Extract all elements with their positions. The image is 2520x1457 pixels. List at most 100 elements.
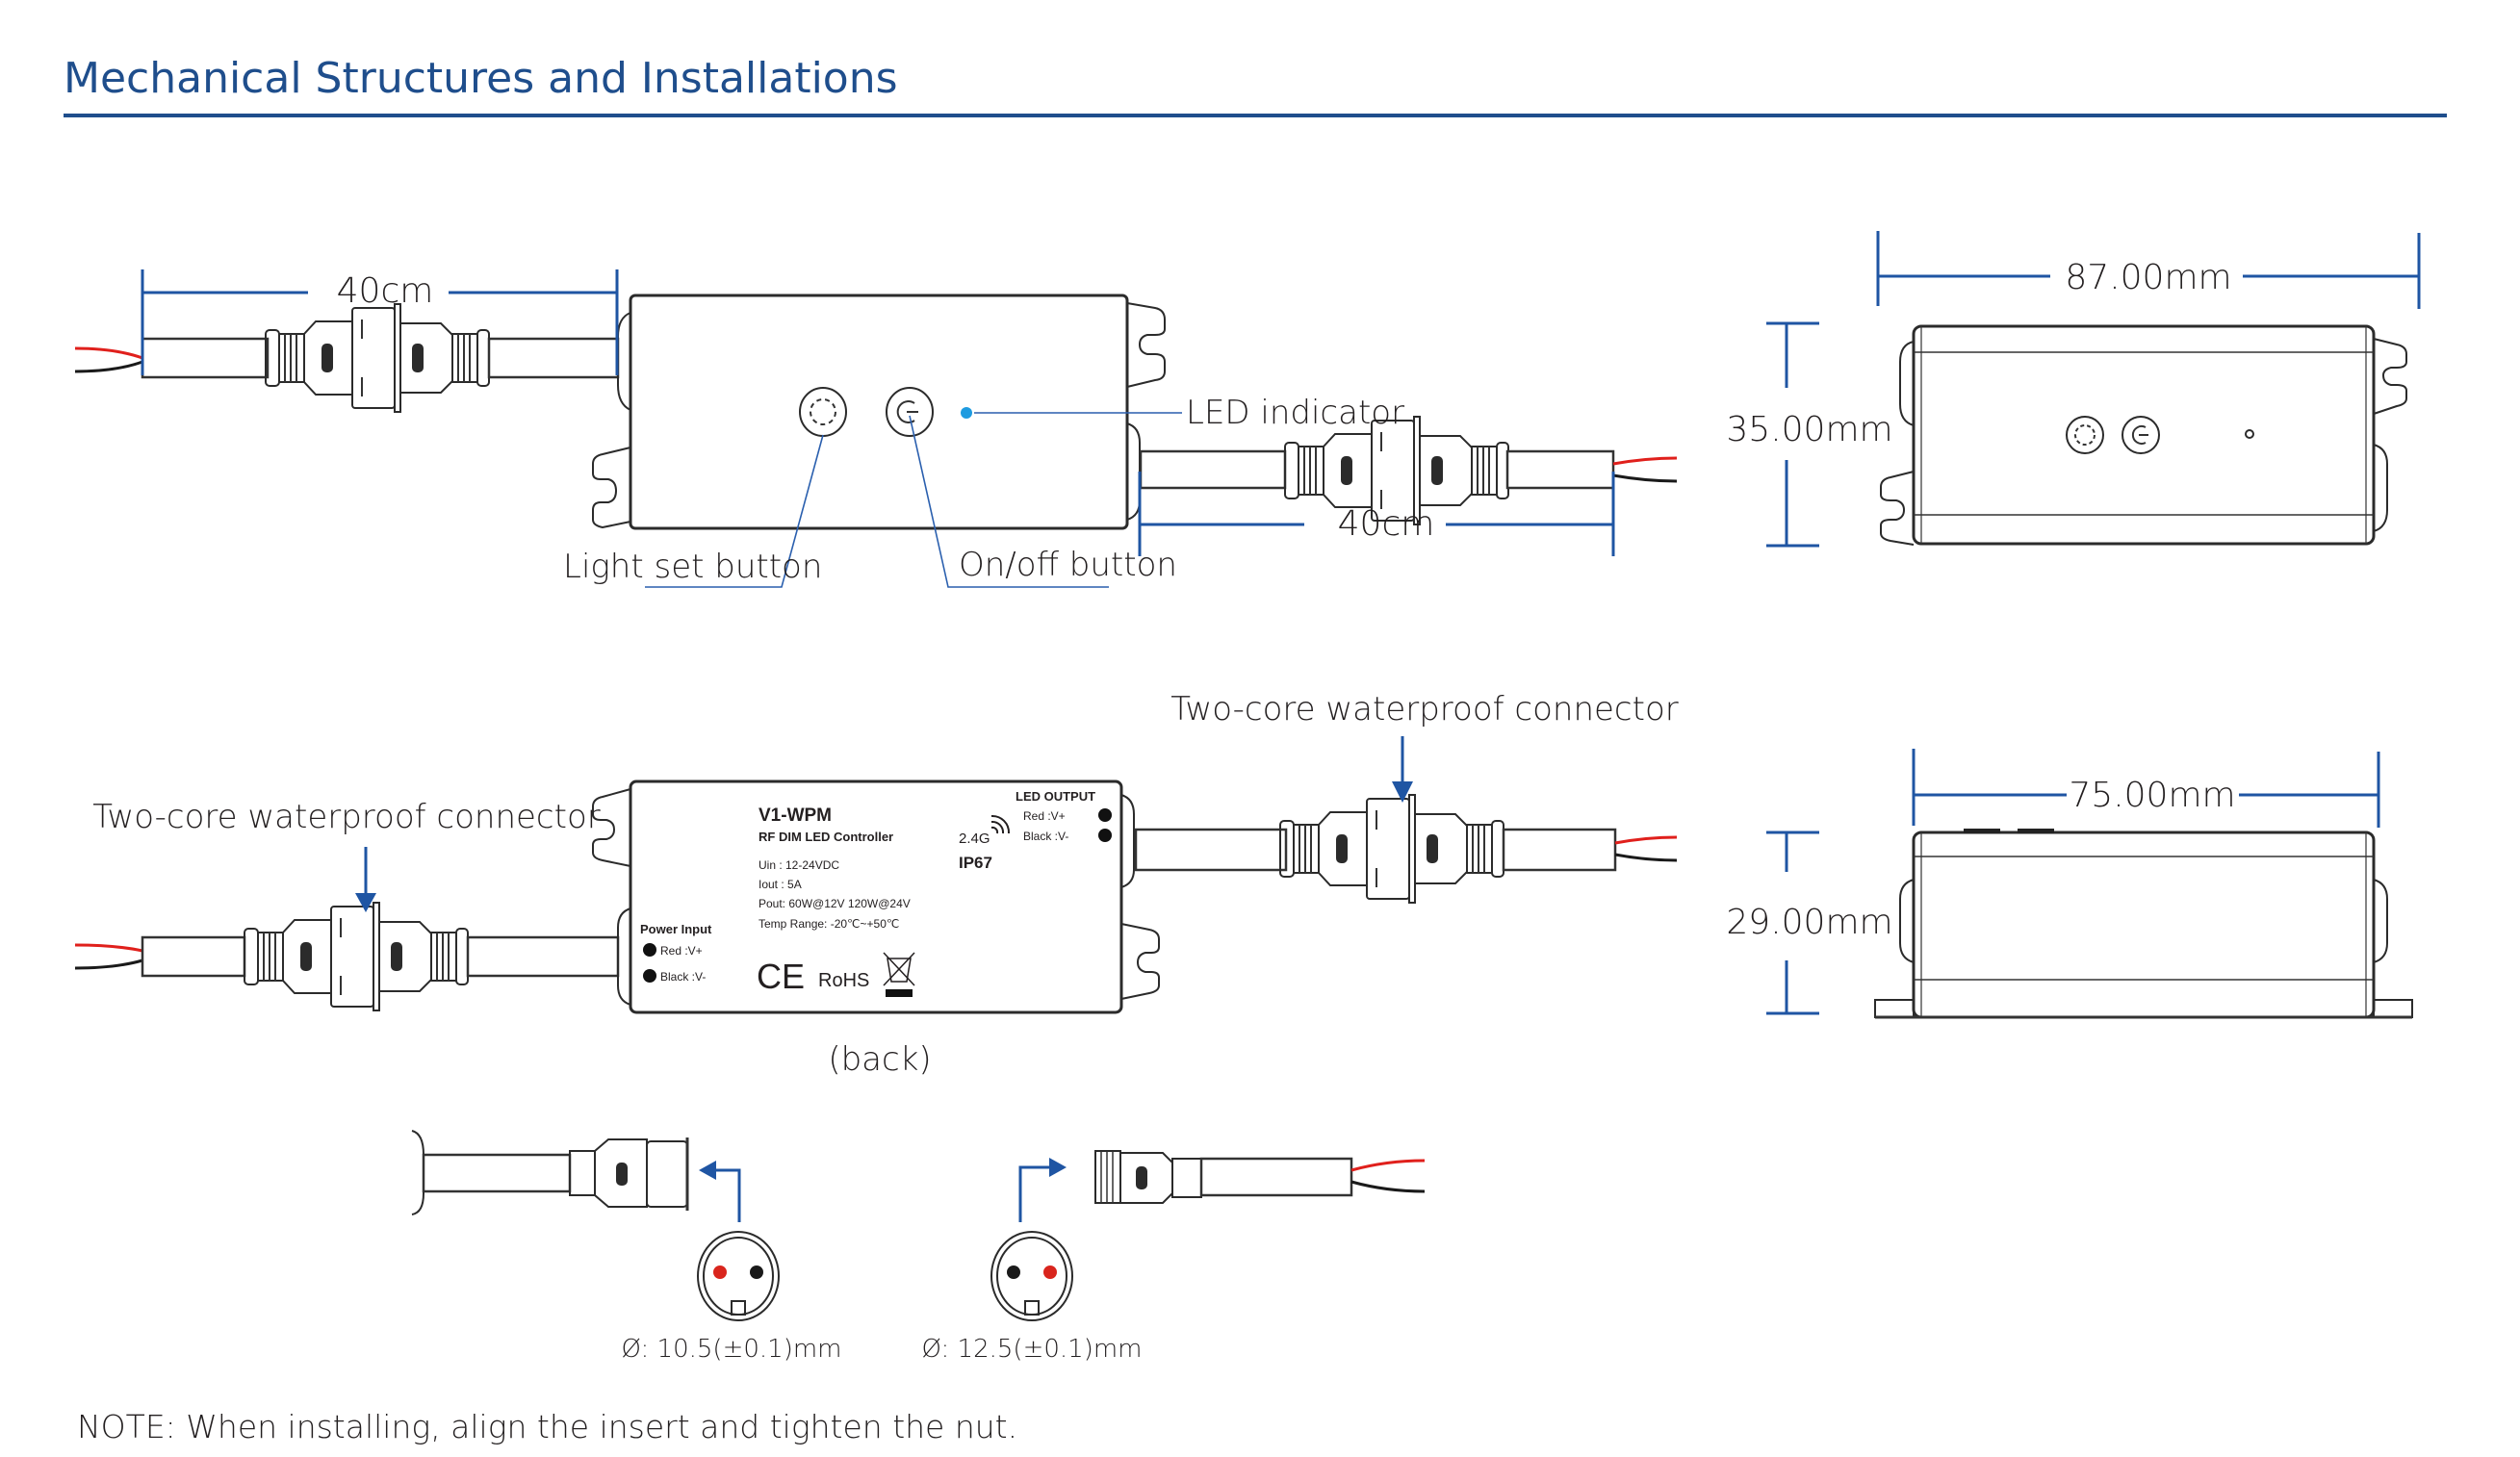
- female-diameter-label: Ø: 10.5(±0.1)mm: [622, 1335, 842, 1364]
- light-set-icon: [810, 398, 836, 425]
- right-connector-label: Two-core waterproof connector: [1170, 690, 1679, 728]
- arrow-down-icon: [355, 893, 376, 912]
- pointer-line: [1018, 1165, 1049, 1222]
- wire-black: [1612, 473, 1678, 483]
- power-input-red: Red :V+: [660, 944, 703, 958]
- side-height-label: 29.00mm: [1726, 903, 1892, 942]
- top-width-label: 87.00mm: [2065, 258, 2231, 297]
- title-underline: [64, 114, 2447, 117]
- cable-right-inner: [1134, 828, 1288, 872]
- top-height-label: 35.00mm: [1726, 410, 1892, 449]
- wire-black: [1350, 1180, 1426, 1193]
- cable-right-inner: [1139, 449, 1287, 490]
- spec-line: Iout : 5A: [759, 878, 802, 891]
- cable-left: [141, 935, 246, 978]
- power-icon: [2131, 425, 2147, 445]
- cable-left-inner: [466, 935, 620, 978]
- installation-note: NOTE: When installing, align the insert …: [77, 1408, 1017, 1445]
- led-indicator-dot: [961, 407, 972, 419]
- mount-ear-left: [592, 788, 631, 867]
- wire-red: [74, 346, 143, 360]
- pointer-line: [714, 1168, 741, 1222]
- terminal-dot: [1098, 829, 1112, 842]
- right-cable-length-label: 40cm: [1338, 504, 1435, 544]
- ip-rating: IP67: [959, 854, 992, 872]
- arrow-down-icon: [1392, 781, 1413, 803]
- wireless-signal-icon: [990, 814, 1011, 834]
- pin-red: [1043, 1265, 1057, 1279]
- wire-red: [74, 943, 143, 953]
- power-icon: [896, 400, 915, 423]
- mount-ear-right: [1120, 923, 1160, 1000]
- male-diameter-label: Ø: 12.5(±0.1)mm: [922, 1335, 1143, 1364]
- mount-ear-bottom-left: [592, 447, 631, 529]
- controller-body-front: [629, 294, 1129, 530]
- pin-black: [750, 1265, 763, 1279]
- led-output-black: Black :V-: [1023, 830, 1068, 843]
- model-name: V1-WPM: [759, 805, 832, 826]
- terminal-dot: [643, 969, 656, 983]
- panel-flange: [411, 1130, 424, 1215]
- spec-line: Pout: 60W@12V 120W@24V: [759, 897, 911, 910]
- waterproof-connector-right: [1279, 794, 1504, 904]
- female-pin-face: [697, 1231, 780, 1321]
- side-width-label: 75.00mm: [2069, 776, 2235, 815]
- wire-black: [1614, 853, 1678, 862]
- mount-flange-right: [2373, 999, 2413, 1018]
- back-view-caption: (back): [828, 1040, 931, 1079]
- key-notch: [1024, 1300, 1040, 1316]
- terminal-dot: [1098, 808, 1112, 822]
- connector-detail: Ø: 10.5(±0.1)mm Ø: 12.5(±0.1)mm: [411, 1130, 1426, 1364]
- waterproof-connector-left: [244, 902, 469, 1011]
- onoff-button[interactable]: [886, 387, 934, 437]
- top-view-diagram: 40cm 40cm LED indicator Light set button…: [74, 269, 1678, 588]
- light-set-icon: [2074, 424, 2096, 446]
- rohs-mark: RoHS: [818, 970, 869, 991]
- power-input-title: Power Input: [640, 922, 712, 936]
- onoff-button[interactable]: [2121, 416, 2160, 454]
- product-name: RF DIM LED Controller: [759, 830, 893, 844]
- controller-body-side: [1912, 831, 2376, 1019]
- cable-left: [141, 337, 270, 379]
- locking-nut: [646, 1140, 688, 1208]
- pin-black: [1007, 1265, 1020, 1279]
- key-notch: [731, 1300, 746, 1316]
- wire-black: [74, 360, 143, 373]
- onoff-leader: [909, 415, 1109, 588]
- top-dimension-view: 87.00mm 35.00mm: [1726, 231, 2421, 548]
- wire-red: [1612, 456, 1678, 466]
- led-indicator-label: LED indicator: [1186, 394, 1404, 432]
- cable-right: [1502, 828, 1617, 872]
- led-indicator-dot: [2245, 429, 2254, 439]
- spec-line: Temp Range: -20℃~+50℃: [759, 917, 899, 931]
- threaded-plug: [1094, 1150, 1121, 1204]
- connector-cable: [422, 1153, 572, 1193]
- arrow-left-icon: [699, 1161, 716, 1180]
- connector-cable: [1199, 1157, 1353, 1197]
- led-output-title: LED OUTPUT: [1016, 789, 1095, 804]
- light-set-button-label: Light set button: [563, 548, 822, 586]
- side-dimension-view: 75.00mm 29.00mm: [1726, 749, 2413, 1019]
- left-connector-label: Two-core waterproof connector: [92, 798, 601, 836]
- male-pin-face: [990, 1231, 1073, 1321]
- page-title: Mechanical Structures and Installations: [64, 54, 898, 103]
- led-output-red: Red :V+: [1023, 809, 1066, 823]
- mount-ear-top-right: [1126, 302, 1166, 388]
- arrow-right-icon: [1049, 1158, 1067, 1177]
- pin-red: [713, 1265, 727, 1279]
- terminal-dot: [643, 943, 656, 957]
- mount-flange-left: [1874, 999, 1915, 1018]
- weee-bin-icon: [883, 952, 915, 997]
- left-cable-length-label: 40cm: [337, 271, 434, 311]
- power-input-black: Black :V-: [660, 970, 706, 984]
- light-set-leader: [645, 434, 824, 588]
- controller-body-back: [629, 780, 1123, 1014]
- wire-red: [1350, 1159, 1426, 1172]
- light-set-button[interactable]: [2066, 416, 2104, 454]
- onoff-button-ring[interactable]: [886, 387, 934, 437]
- spec-line: Uin : 12-24VDC: [759, 858, 839, 872]
- waterproof-connector-left: [265, 303, 490, 413]
- wire-red: [1614, 835, 1678, 845]
- cable-left-inner: [487, 337, 620, 379]
- onoff-button-label: On/off button: [959, 546, 1177, 584]
